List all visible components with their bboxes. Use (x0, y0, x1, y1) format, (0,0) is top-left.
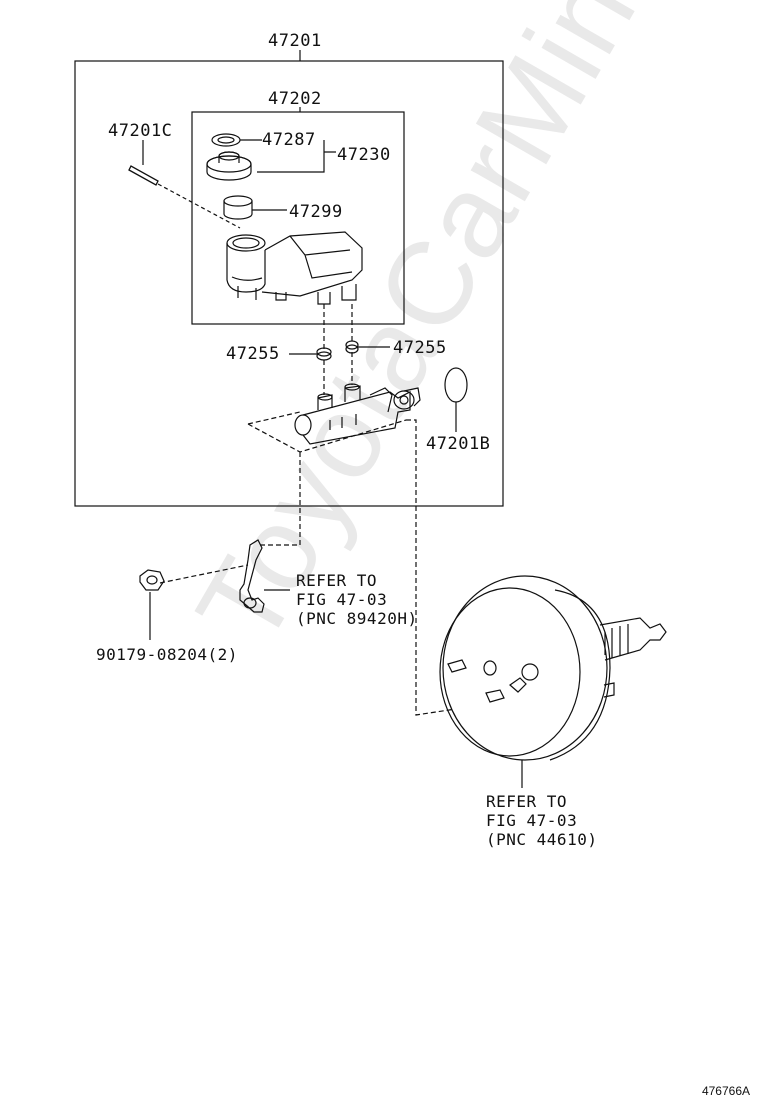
grommet-right-part (345, 340, 390, 354)
booster-ref-line3: (PNC 44610) (486, 830, 598, 849)
label-grommet-left: 47255 (226, 344, 280, 364)
label-cap-set: 47230 (337, 145, 391, 165)
reservoir-part (226, 231, 363, 305)
bracket-ref-line1: REFER TO (296, 571, 378, 590)
cap-set-bracket (257, 140, 336, 173)
cap-strainer-part (211, 133, 262, 147)
bracket-ref-line3: (PNC 89420H) (296, 609, 418, 628)
label-reservoir-set: 47202 (268, 89, 322, 109)
grommet-left-part (289, 347, 332, 361)
label-nut: 90179-08204(2) (96, 645, 238, 664)
gasket-part (444, 367, 468, 432)
label-strainer: 47299 (289, 202, 343, 222)
booster-part (439, 575, 667, 788)
bracket-dashed (258, 452, 301, 546)
booster-dashed (406, 419, 483, 716)
bracket-ref-line2: FIG 47-03 (296, 590, 388, 609)
booster-ref-line2: FIG 47-03 (486, 811, 578, 830)
nut-part (139, 569, 165, 640)
nut-dashed (159, 564, 249, 584)
bracket-part (239, 539, 290, 613)
label-assembly: 47201 (268, 31, 322, 51)
strainer-part (223, 195, 287, 220)
label-gasket: 47201B (426, 434, 491, 454)
figure-id: 476766A (701, 1084, 750, 1098)
master-cylinder-part (294, 383, 421, 445)
reservoir-box (191, 111, 405, 325)
pin-dashed-line (157, 183, 241, 229)
label-cap-strainer: 47287 (262, 130, 316, 150)
pin-part (128, 140, 159, 186)
cap-part (206, 151, 252, 181)
label-grommet-right: 47255 (393, 338, 447, 358)
booster-ref-line1: REFER TO (486, 792, 568, 811)
label-pin: 47201C (108, 121, 173, 141)
assembly-box (74, 60, 504, 507)
cylinder-outline-dashed (247, 411, 407, 453)
